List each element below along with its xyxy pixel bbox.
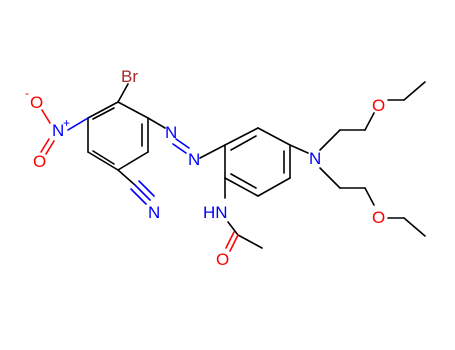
ring-amine-bond	[289, 144, 309, 154]
c-cyano-bond	[117, 169, 136, 186]
upper-ethoxyethyl-chain	[319, 81, 426, 151]
nitrile-nitrogen-atom: N	[148, 203, 160, 222]
lower-ethoxyethyl-chain	[319, 167, 426, 237]
c-br-bond	[117, 83, 129, 103]
bromine-atom: Br	[121, 67, 138, 86]
nitro-nitrogen-atom: N	[52, 121, 64, 140]
nitro-o-top-bond	[41, 109, 51, 124]
cyano-triple-bond-1	[134, 184, 151, 201]
c-nitro-bond	[67, 117, 89, 131]
ether-oxygen-lower-atom: O	[372, 208, 385, 227]
amide-n-carbonyl-bond	[227, 221, 239, 236]
nitro-o-bottom-bond-a	[45, 140, 55, 155]
left-benzene-ring	[87, 101, 149, 171]
azo-c-bond	[199, 144, 226, 159]
azo-double-bond-b	[172, 143, 187, 154]
nitro-oxygen-bottom-atom: O	[33, 152, 46, 171]
ether-oxygen-upper-atom: O	[372, 96, 385, 115]
azo-nitrogen-1-atom: N	[165, 123, 177, 142]
nitro-plus-charge: +	[63, 116, 70, 130]
nitro-o-bottom-bond-b	[40, 138, 50, 153]
nitro-oxygen-top-atom: O	[30, 93, 43, 112]
azo-double-bond-a	[175, 138, 190, 149]
nitro-minus-charge: -	[25, 86, 29, 100]
amide-nh-group: HN	[203, 203, 228, 222]
azo-nitrogen-2-atom: N	[188, 150, 200, 169]
right-benzene-ring	[224, 127, 291, 197]
amine-nitrogen-atom: N	[309, 149, 321, 168]
c-azo-bond	[147, 117, 166, 129]
carbonyl-double-bond-a	[229, 234, 239, 252]
carbonyl-oxygen-atom: O	[216, 250, 229, 269]
carbonyl-methyl-bond	[237, 234, 263, 249]
cyano-triple-bond-3	[130, 188, 147, 205]
carbonyl-double-bond-b	[225, 231, 235, 249]
cyano-triple-bond-2	[138, 180, 155, 197]
